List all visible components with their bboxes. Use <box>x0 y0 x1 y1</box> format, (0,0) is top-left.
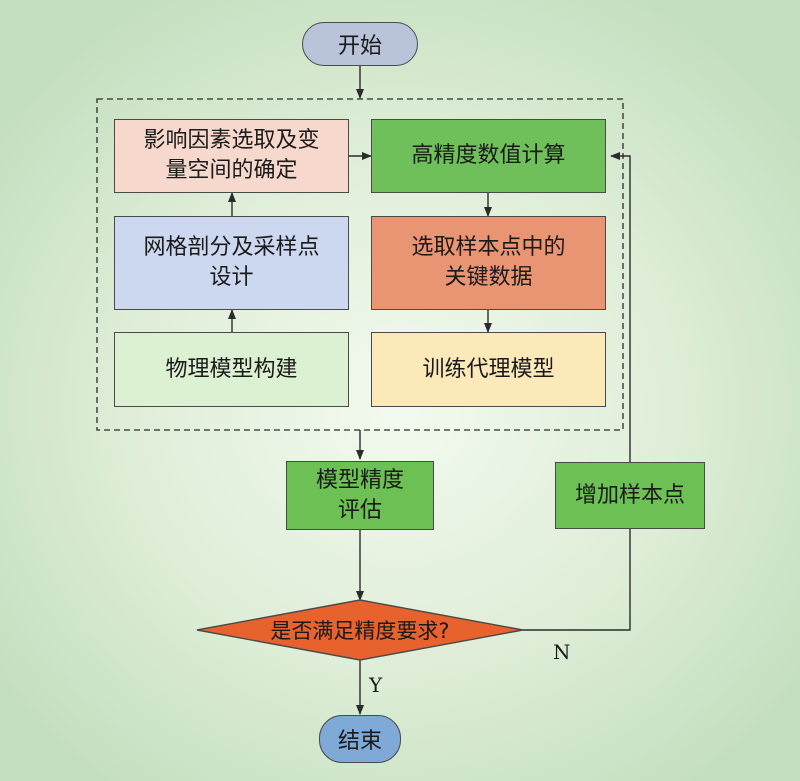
key-data-selection-label: 选取样本点中的 关键数据 <box>411 235 566 290</box>
no-edge-label: N <box>553 640 571 664</box>
high-fidelity-calc-label: 高精度数值计算 <box>411 143 566 168</box>
yes-edge-label: Y <box>369 673 383 697</box>
decision-diamond <box>196 599 524 661</box>
influence-factor-label: 影响因素选取及变 量空间的确定 <box>143 128 320 183</box>
key-data-selection-box: 选取样本点中的 关键数据 <box>371 216 606 310</box>
model-accuracy-evaluation-label: 模型精度 评估 <box>315 467 404 523</box>
mesh-sampling-label: 网格剖分及采样点 设计 <box>143 235 320 290</box>
physical-model-label: 物理模型构建 <box>165 356 298 382</box>
add-samples-label: 增加样本点 <box>574 482 685 508</box>
train-surrogate-label: 训练代理模型 <box>422 356 555 382</box>
influence-factor-box: 影响因素选取及变 量空间的确定 <box>114 119 349 193</box>
model-accuracy-evaluation-box: 模型精度 评估 <box>286 461 434 530</box>
add-samples-box: 增加样本点 <box>555 462 705 529</box>
train-surrogate-box: 训练代理模型 <box>371 332 606 407</box>
decision-label: 是否满足精度要求? <box>270 619 449 643</box>
physical-model-box: 物理模型构建 <box>114 332 349 407</box>
start-label: 开始 <box>337 34 382 59</box>
start-terminal: 开始 <box>302 22 418 66</box>
end-label: 结束 <box>337 729 382 754</box>
arrow-decision-to-add-samples <box>523 529 631 631</box>
mesh-sampling-box: 网格剖分及采样点 设计 <box>114 216 349 310</box>
end-terminal: 结束 <box>319 715 401 763</box>
high-fidelity-calc-box: 高精度数值计算 <box>371 119 606 193</box>
arrow-add-samples-to-hifi <box>610 152 631 462</box>
